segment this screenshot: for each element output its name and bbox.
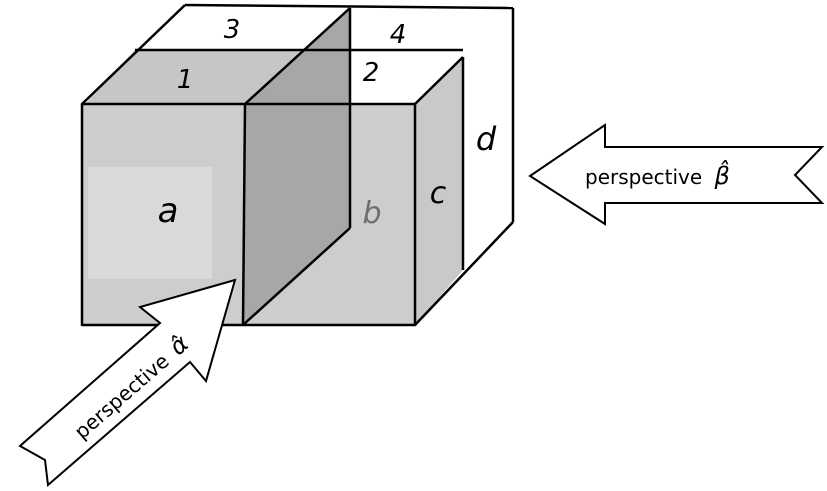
top-front-row-cell-1 — [85, 50, 350, 104]
arrow-beta-shape — [528, 123, 825, 226]
cell-label-1: 1 — [177, 65, 194, 95]
front-inner-panel — [88, 167, 212, 279]
cell-label-3: 3 — [224, 15, 241, 45]
right-middle-panel — [415, 57, 463, 325]
cube-outlines — [80, 3, 515, 327]
face-label-b: b — [362, 196, 381, 231]
face-label-d: d — [476, 120, 497, 158]
perspective-beta-label: perspective β̂ — [585, 160, 730, 190]
cell-label-4: 4 — [390, 20, 407, 50]
cell-label-2: 2 — [363, 58, 380, 88]
face-label-a: a — [158, 191, 179, 231]
divider-panel — [243, 8, 350, 325]
face-label-c: c — [430, 176, 447, 211]
perspective-beta-arrow: perspective β̂ — [528, 123, 825, 226]
arrow-alpha-shape — [18, 278, 237, 487]
